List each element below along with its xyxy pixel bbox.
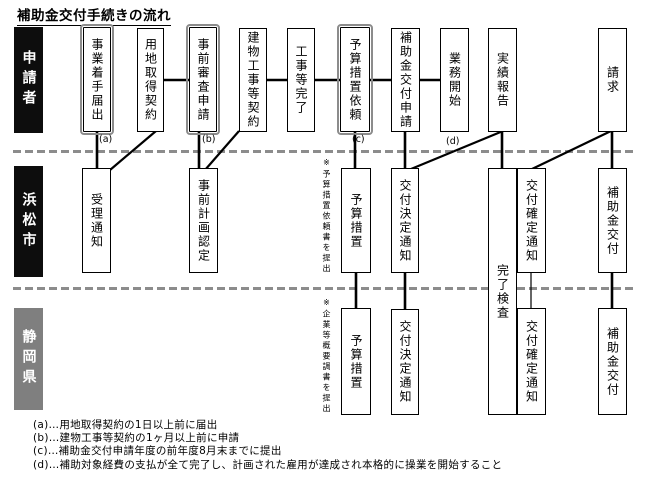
annotation-b: (b) <box>202 134 216 145</box>
box-budget-measure-request: 予算措置依頼 <box>337 24 373 135</box>
footnote-d: (d)…補助対象経費の支払が全て完了し、計画された雇用が達成され本格的に操業を開… <box>33 458 503 471</box>
box-budget-measure-pref: 予算措置 <box>341 308 371 415</box>
box-operations-start: 業務開始 <box>440 28 469 132</box>
box-project-start-notification: 事業着手届出 <box>80 24 114 135</box>
lane-label-applicant: 申請者 <box>14 27 43 133</box>
footnotes: (a)…用地取得契約の1日以上前に届出 (b)…建物工事等契約の1ヶ月以上前に申… <box>33 419 502 472</box>
lane-label-hamamatsu-text: 浜松市 <box>20 191 37 252</box>
box-subsidy-grant-application: 補助金交付申請 <box>391 28 420 132</box>
box-invoice-request: 請求 <box>598 28 627 132</box>
box-building-construction-contract: 建物工事等契約 <box>239 28 267 132</box>
annotation-d: (d) <box>446 136 460 147</box>
annotation-c: (c) <box>352 134 365 145</box>
footnote-c: (c)…補助金交付申請年度の前年度8月末までに提出 <box>33 445 282 458</box>
page-title: 補助金交付手続きの流れ <box>17 4 171 26</box>
footnote-a: (a)…用地取得契約の1日以上前に届出 <box>33 419 218 431</box>
box-completion-inspection: 完了検査 <box>488 168 517 415</box>
lane-label-applicant-text: 申請者 <box>20 50 37 110</box>
box-grant-decision-notice-pref: 交付決定通知 <box>391 309 419 415</box>
box-prior-plan-certification: 事前計画認定 <box>189 168 218 273</box>
box-receipt-notice: 受理通知 <box>82 168 111 273</box>
side-note-budget-request-doc: ※予算措置依頼書を提出 <box>322 158 331 275</box>
box-budget-measure-city: 予算措置 <box>341 168 371 273</box>
lane-label-hamamatsu-city: 浜松市 <box>14 166 43 277</box>
box-construction-completed: 工事等完了 <box>287 28 315 132</box>
lane-divider-1 <box>13 150 635 153</box>
annotation-a: (a) <box>99 134 113 145</box>
box-subsidy-payment-pref: 補助金交付 <box>598 308 627 415</box>
lane-label-shizuoka-text: 静岡県 <box>20 329 37 389</box>
box-land-acquisition-contract: 用地取得契約 <box>137 28 164 132</box>
lane-divider-2 <box>13 287 635 290</box>
box-subsidy-payment-city: 補助金交付 <box>598 168 627 273</box>
box-preliminary-screening-application: 事前審査申請 <box>186 24 220 135</box>
footnote-b: (b)…建物工事等契約の1ヶ月以上前に申請 <box>33 432 240 445</box>
box-grant-confirmation-notice-pref: 交付確定通知 <box>517 308 546 415</box>
box-grant-confirmation-notice-city: 交付確定通知 <box>517 168 546 273</box>
box-performance-report: 実績報告 <box>488 28 517 132</box>
lane-label-shizuoka-pref: 静岡県 <box>14 308 43 410</box>
side-note-company-summary-doc: ※企業等概要調書を提出 <box>322 298 331 415</box>
box-grant-decision-notice-city: 交付決定通知 <box>391 168 419 273</box>
